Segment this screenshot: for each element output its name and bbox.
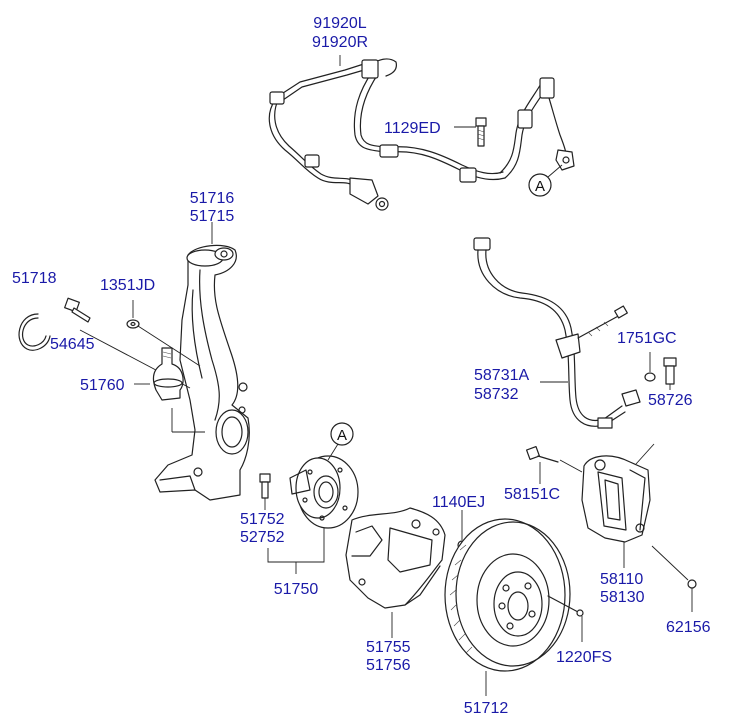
label-51755: 51755: [366, 639, 411, 656]
ball-joint-51760: [134, 347, 205, 433]
label-1351jd: 1351JD: [100, 277, 155, 294]
label-58726: 58726: [648, 392, 693, 409]
label-58130: 58130: [600, 589, 645, 606]
label-51715: 51715: [190, 208, 235, 225]
callout-a-hub-label: A: [337, 427, 347, 444]
label-51752: 51752: [240, 511, 285, 528]
label-1129ed: 1129ED: [384, 120, 441, 137]
label-1751gc: 1751GC: [617, 330, 677, 347]
label-58731a: 58731A: [474, 367, 529, 384]
hub-bearing-51750: [289, 443, 359, 529]
label-52752: 52752: [240, 529, 285, 546]
label-91920r: 91920R: [312, 34, 368, 51]
callout-a-top-label: A: [535, 178, 545, 195]
label-58732: 58732: [474, 386, 519, 403]
bolt-58726: [663, 357, 677, 390]
label-51718: 51718: [12, 270, 57, 287]
callout-a-hub: [330, 422, 354, 446]
steering-knuckle: [154, 244, 250, 501]
label-51750: 51750: [274, 581, 319, 598]
label-58110: 58110: [600, 571, 643, 588]
label-1220fs: 1220FS: [556, 649, 612, 666]
label-51756: 51756: [366, 657, 411, 674]
snap-ring-51718: [18, 313, 51, 351]
callout-a-top: [528, 173, 552, 197]
label-1140ej: 1140EJ: [432, 494, 485, 511]
label-51712: 51712: [464, 700, 509, 717]
bolt-58151c: [525, 445, 559, 484]
label-62156: 62156: [666, 619, 711, 636]
brake-hose-58731a: [473, 237, 641, 429]
bolt-hose-bracket: [577, 305, 628, 339]
label-51760: 51760: [80, 377, 125, 394]
washer-1351jd: [126, 300, 201, 367]
bolt-51752: [259, 473, 271, 510]
brake-disc-51712: [444, 518, 571, 696]
dust-shield-51755: [345, 507, 446, 638]
label-91920l: 91920L: [313, 15, 366, 32]
screw-62156: [651, 545, 697, 612]
bolt-1129ed: [454, 117, 487, 147]
screw-1220fs: [547, 595, 584, 642]
label-58151c: 58151C: [504, 486, 560, 503]
brake-caliper-58110: [559, 443, 655, 568]
label-51716: 51716: [190, 190, 235, 207]
abs-sensor-wire: A: [268, 55, 575, 211]
label-54645: 54645: [50, 336, 95, 353]
washer-1751gc: [644, 352, 656, 382]
